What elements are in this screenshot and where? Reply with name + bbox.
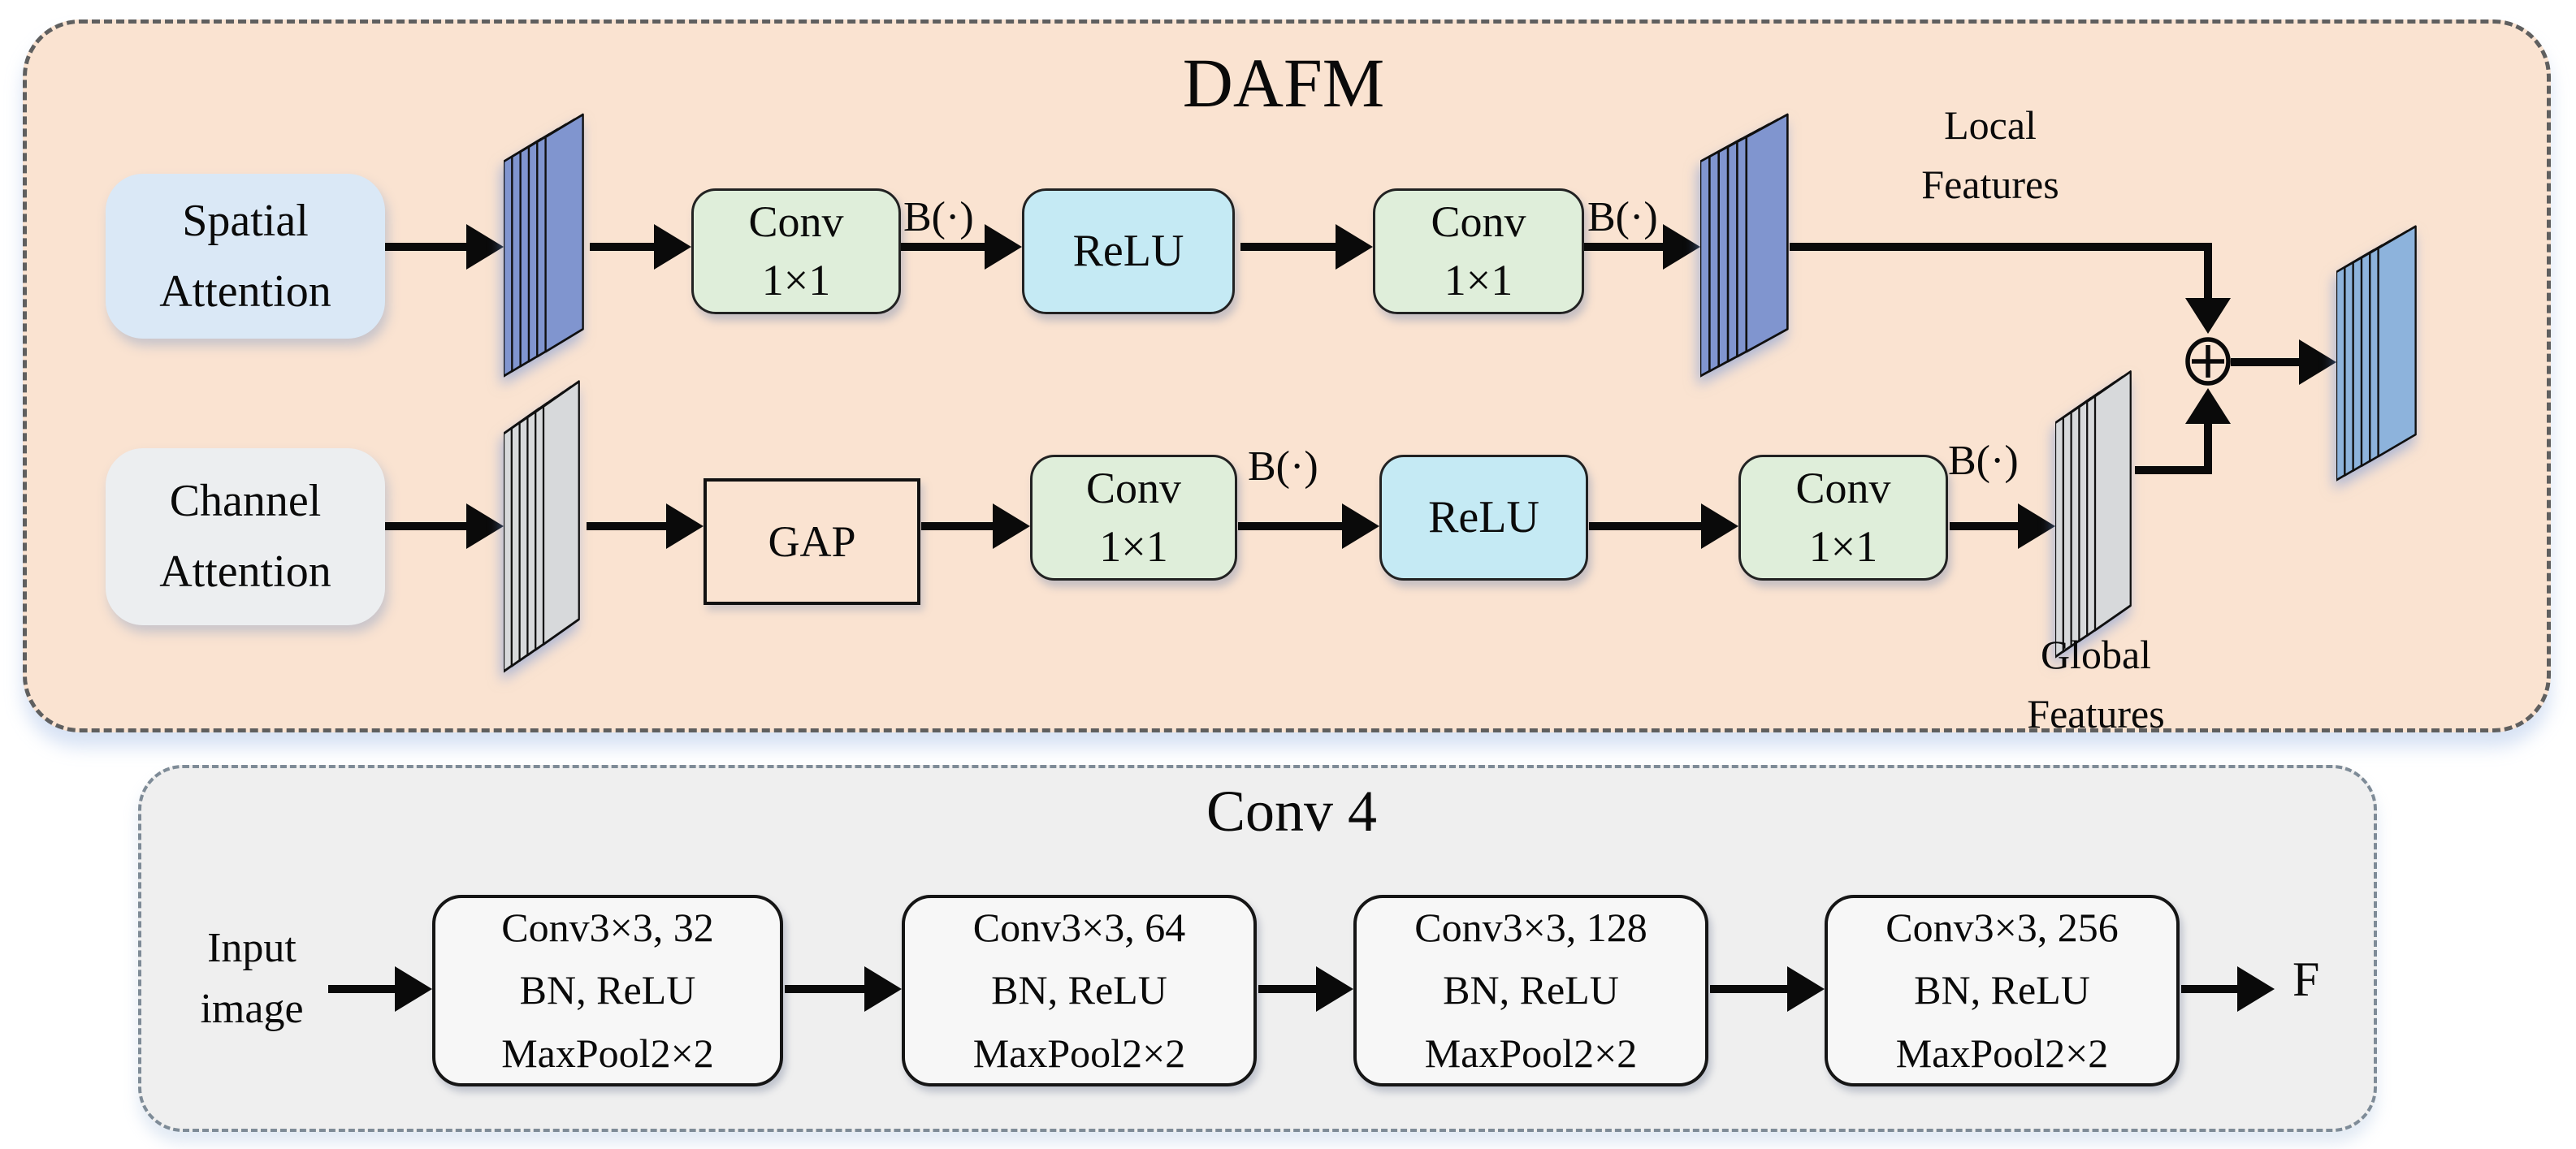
arrow-stack-to-gap <box>587 522 666 530</box>
conv-line1: Conv <box>748 197 844 247</box>
local-features-label: Local Features <box>1828 96 2153 214</box>
arrow-gap-to-conv <box>921 522 993 530</box>
block-line1: Conv3×3, 256 <box>1885 904 2119 950</box>
input-image-line2: image <box>200 986 304 1033</box>
channel-attention-line2: Attention <box>159 546 331 597</box>
arrow-block2-to-block3 <box>1258 985 1316 993</box>
block-line2: BN, ReLU <box>519 967 696 1013</box>
arrow-block1-to-block2 <box>785 985 864 993</box>
local-conv1x1-box-1: Conv 1×1 <box>691 188 901 314</box>
block-line2: BN, ReLU <box>991 967 1167 1013</box>
channel-attention-line1: Channel <box>169 476 322 527</box>
block-line1: Conv3×3, 128 <box>1414 904 1647 950</box>
fusion-add-icon <box>2185 337 2231 386</box>
arrow-relu-to-conv-global <box>1589 522 1701 530</box>
output-feature-stack-icon <box>2336 225 2417 482</box>
conv-line2: 1×1 <box>1808 521 1878 571</box>
dafm-panel-title: DAFM <box>1182 44 1385 122</box>
arrow-input-to-block1 <box>328 985 395 993</box>
block-line2: BN, ReLU <box>1443 967 1619 1013</box>
block-line3: MaxPool2×2 <box>501 1030 714 1076</box>
block-line1: Conv3×3, 32 <box>501 904 714 950</box>
spatial-attention-line1: Spatial <box>182 195 309 246</box>
global-connector-line <box>2135 466 2212 474</box>
global-bn-label-1: B(·) <box>1248 443 1318 490</box>
local-features-line2: Features <box>1921 161 2059 207</box>
global-feature-stack-icon <box>2055 370 2132 659</box>
spatial-feature-stack-icon <box>504 113 584 378</box>
spatial-attention-box: Spatial Attention <box>106 174 385 339</box>
arrow-global-to-fusion <box>2204 424 2212 469</box>
conv-block-1: Conv3×3, 32 BN, ReLU MaxPool2×2 <box>432 895 783 1086</box>
arrow-relu-to-conv <box>1240 243 1336 251</box>
conv-line2: 1×1 <box>1099 521 1168 571</box>
arrow-block3-to-block4 <box>1710 985 1787 993</box>
conv-line2: 1×1 <box>761 255 831 305</box>
arrow-channel-to-stack <box>385 522 466 530</box>
block-line1: Conv3×3, 64 <box>972 904 1186 950</box>
arrow-local-to-fusion <box>2204 243 2212 298</box>
conv-line1: Conv <box>1431 197 1526 247</box>
local-bn-label-2: B(·) <box>1587 194 1658 240</box>
arrow-conv-to-global-stack <box>1950 522 2018 530</box>
conv-line1: Conv <box>1795 464 1891 513</box>
input-image-line1: Input <box>207 925 297 971</box>
spatial-attention-line2: Attention <box>159 266 331 317</box>
block-line3: MaxPool2×2 <box>1424 1030 1638 1076</box>
local-feature-stack-icon <box>1700 113 1789 378</box>
conv4-panel-title: Conv 4 <box>1206 779 1378 844</box>
conv-block-2: Conv3×3, 64 BN, ReLU MaxPool2×2 <box>902 895 1257 1086</box>
conv-line1: Conv <box>1085 464 1182 513</box>
relu-label: ReLU <box>1428 491 1539 542</box>
global-bn-label-2: B(·) <box>1948 438 2019 484</box>
global-conv1x1-box-2: Conv 1×1 <box>1738 455 1948 581</box>
gap-label: GAP <box>768 517 856 566</box>
conv-block-4: Conv3×3, 256 BN, ReLU MaxPool2×2 <box>1825 895 2180 1086</box>
arrow-conv-to-relu <box>901 243 985 251</box>
arrow-spatial-to-stack <box>385 243 466 251</box>
local-conv1x1-box-2: Conv 1×1 <box>1373 188 1584 314</box>
conv-block-3: Conv3×3, 128 BN, ReLU MaxPool2×2 <box>1353 895 1708 1086</box>
gap-box: GAP <box>704 478 920 605</box>
channel-feature-stack-icon <box>504 380 580 673</box>
local-connector-line <box>1790 243 2212 251</box>
global-conv1x1-box-1: Conv 1×1 <box>1030 455 1237 581</box>
block-line2: BN, ReLU <box>1914 967 2090 1013</box>
global-features-label: Global Features <box>1942 625 2250 743</box>
global-features-line1: Global <box>2040 632 2152 677</box>
local-bn-label-1: B(·) <box>903 194 974 240</box>
global-features-line2: Features <box>2027 690 2165 736</box>
relu-label: ReLU <box>1072 225 1184 276</box>
arrow-conv-to-relu-global <box>1238 522 1342 530</box>
arrow-stack-to-conv <box>590 243 654 251</box>
feature-output-label: F <box>2292 952 2320 1006</box>
arrow-conv-to-local-stack <box>1584 243 1663 251</box>
arrow-block4-to-output <box>2181 985 2237 993</box>
block-line3: MaxPool2×2 <box>972 1030 1186 1076</box>
arrow-fusion-to-output <box>2231 358 2299 366</box>
local-features-line1: Local <box>1944 102 2037 148</box>
block-line3: MaxPool2×2 <box>1895 1030 2109 1076</box>
channel-attention-box: Channel Attention <box>106 448 385 625</box>
conv-line2: 1×1 <box>1444 255 1513 305</box>
input-image-label: Input image <box>171 918 333 1040</box>
global-relu-box: ReLU <box>1379 455 1588 581</box>
local-relu-box: ReLU <box>1022 188 1235 314</box>
